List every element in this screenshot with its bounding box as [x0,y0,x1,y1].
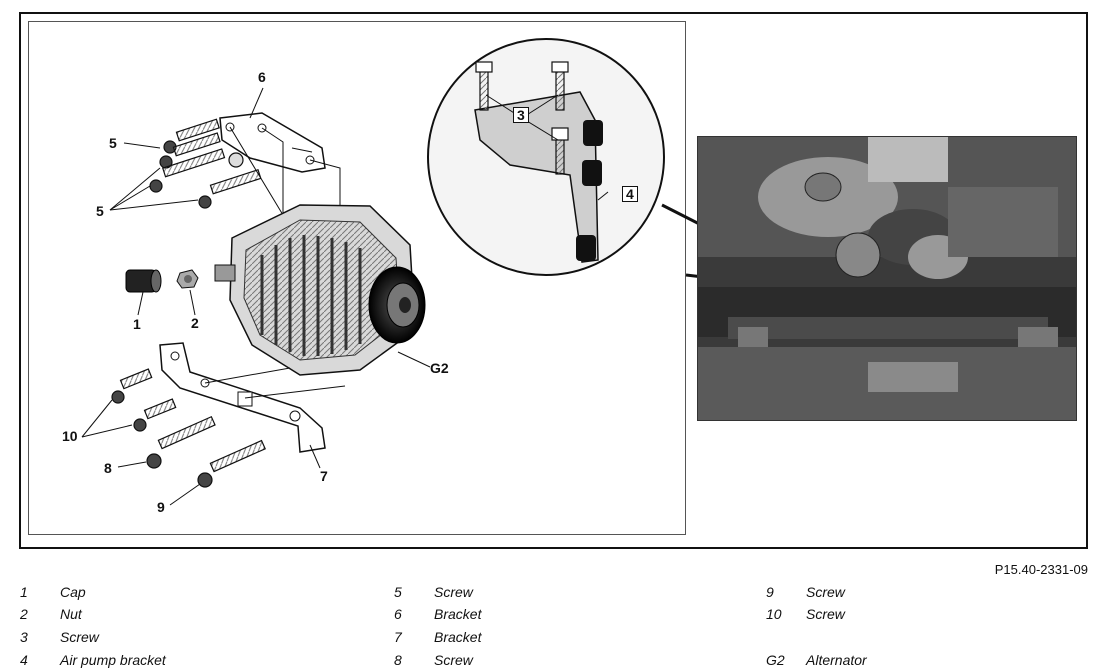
callout-5-upper: 5 [109,135,117,151]
engine-bay-photo [697,136,1077,421]
callout-4: 4 [622,186,638,202]
legend-key: 1 [20,584,28,600]
callout-g2: G2 [430,360,449,376]
nut-2 [176,269,199,289]
screws-5 [149,118,262,209]
screw-8 [146,415,216,469]
legend-key: 6 [394,606,402,622]
legend-label: Cap [60,584,86,600]
legend-key: 3 [20,629,28,645]
figure-id: P15.40-2331-09 [994,562,1088,577]
detail-magnifier [427,38,665,276]
legend-key: 9 [766,584,774,600]
screw-9 [197,439,266,488]
callout-10: 10 [62,428,78,444]
callout-5-lower: 5 [96,203,104,219]
legend-label: Nut [60,606,82,622]
legend-label: Alternator [806,652,867,668]
cap-1 [125,269,162,293]
legend-label: Screw [434,652,473,668]
legend-label: Air pump bracket [60,652,166,668]
legend-label: Bracket [434,606,482,622]
callout-1: 1 [133,316,141,332]
legend-key: G2 [766,652,785,668]
legend-key: 7 [394,629,402,645]
screws-10 [111,368,177,432]
legend-label: Screw [60,629,99,645]
callout-8: 8 [104,460,112,476]
callout-3: 3 [513,107,529,123]
legend-key: 8 [394,652,402,668]
legend-key: 4 [20,652,28,668]
legend-key: 2 [20,606,28,622]
legend-label: Screw [806,584,845,600]
callout-9: 9 [157,499,165,515]
legend-label: Screw [434,584,473,600]
callout-7: 7 [320,468,328,484]
callout-2: 2 [191,315,199,331]
bracket-6 [219,112,326,173]
legend-label: Bracket [434,629,482,645]
legend-label: Screw [806,606,845,622]
alternator-g2 [214,204,426,376]
legend-key: 5 [394,584,402,600]
exploded-view-drawing [81,38,781,506]
legend-key: 10 [766,606,782,622]
callout-6: 6 [258,69,266,85]
